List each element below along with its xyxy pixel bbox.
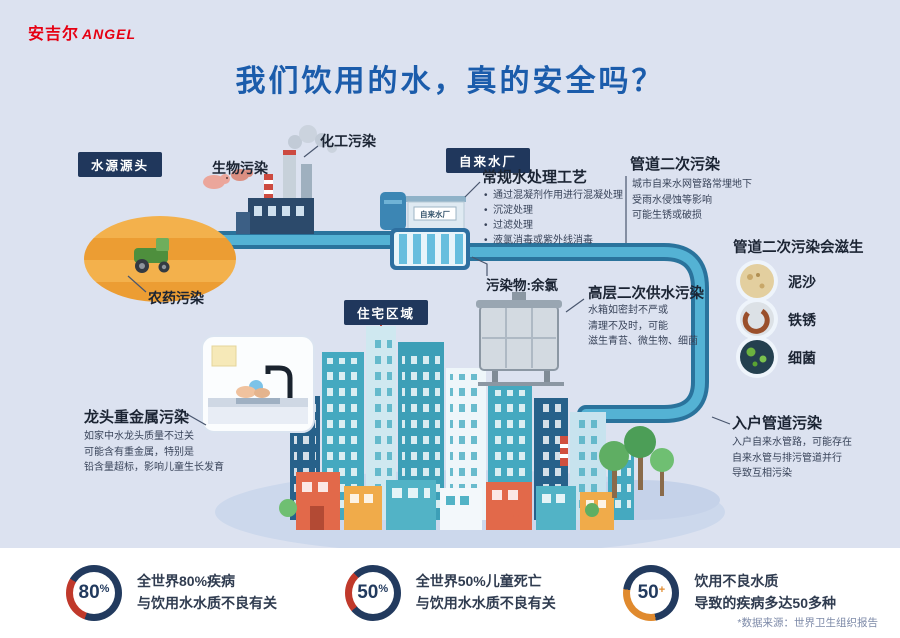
data-source-footnote: *数据来源：世界卫生组织报告 (737, 617, 878, 629)
entry-line: 导致互相污染 (732, 468, 792, 479)
brand-logo-cn: 安吉尔 (28, 26, 80, 43)
treatment-item: 通过混凝剂作用进行混凝处理 (484, 188, 623, 203)
pointer-lines (127, 145, 731, 426)
highrise-pollution-desc: 水箱如密封不严或 清理不及时，可能 滋生青苔、微生物、细菌 (588, 303, 698, 350)
stat-suffix: + (658, 584, 666, 596)
pipe-pollution-line: 城市自来水网管路常埋地下 (632, 179, 752, 190)
stat-number: 50 (637, 582, 659, 603)
stat-suffix: % (99, 583, 110, 595)
stat-line: 全世界50%儿童死亡 (415, 573, 542, 590)
label-faucet-pollution: 龙头重金属污染 (84, 409, 190, 426)
treatment-item: 过滤处理 (484, 218, 623, 233)
stat-line: 与饮用水水质不良有关 (137, 595, 277, 611)
entry-pipe-desc: 入户自来水管路，可能存在 自来水管与排污管道并行 导致互相污染 (732, 435, 852, 482)
stat-number: 80 (78, 582, 100, 603)
chemical-factory (236, 125, 337, 234)
badge-waterworks: 自来水厂 (446, 148, 531, 173)
pipe-pollution-line: 可能生锈或破损 (632, 210, 702, 221)
treatment-item: 沉淀处理 (484, 203, 623, 218)
highrise-line: 滋生青苔、微生物、细菌 (588, 336, 698, 347)
faucet-line: 可能含有重金属，特别是 (84, 446, 194, 458)
label-sediment: 泥沙 (788, 274, 816, 290)
trees (279, 426, 674, 517)
pipe-pollution-desc: 城市自来水网管路常埋地下 受雨水侵蚀等影响 可能生锈或破损 (632, 177, 752, 224)
stat-suffix: % (378, 583, 389, 595)
brand-logo-en: ANGEL (82, 26, 137, 42)
faucet-line: 如家中水龙头质量不过关 (84, 431, 194, 442)
label-treatment-process: 常规水处理工艺 (482, 169, 588, 186)
entry-line: 自来水管与排污管道并行 (732, 452, 842, 464)
badge-water-source: 水源源头 (78, 152, 163, 177)
pipe-plant-to-city (453, 243, 709, 423)
stat-line: 饮用不良水质 (694, 573, 779, 590)
label-entry-pipe-pollution: 入户管道污染 (732, 415, 823, 432)
stat-types-text: 饮用不良水质 导致的疾病多达50多种 (694, 571, 836, 614)
kitchen-sink-inset (201, 335, 315, 433)
waterworks-plant (380, 192, 470, 270)
stat-line: 全世界80%疾病 (137, 573, 236, 590)
stat-disease-types: 50+ 饮用不良水质 导致的疾病多达50多种 (623, 565, 836, 621)
stat-disease-value: 80% (73, 572, 115, 614)
stat-line: 导致的疾病多达50多种 (694, 595, 836, 611)
label-bacteria: 细菌 (788, 350, 816, 366)
label-pesticide-pollution: 农药污染 (148, 290, 204, 306)
faucet-pollution-desc: 如家中水龙头质量不过关 可能含有重金属，特别是 铅含量超标，影响儿童生长发育 (84, 429, 224, 476)
stat-child-text: 全世界50%儿童死亡 与饮用水水质不良有关 (416, 571, 556, 614)
treatment-process-list: 通过混凝剂作用进行混凝处理 沉淀处理 过滤处理 液氯消毒或紫外线消毒 (484, 188, 623, 248)
label-pipe-pollution: 管道二次污染 (630, 156, 721, 173)
bacteria-icon (736, 336, 778, 378)
label-pipe-breeds: 管道二次污染会滋生 (733, 240, 864, 256)
stat-child-donut: 50% (344, 565, 401, 621)
waterworks-sign: 自来水厂 (420, 210, 450, 219)
stat-disease: 80% 全世界80%疾病 与饮用水水质不良有关 (66, 565, 277, 621)
pipe-pollution-line: 受雨水侵蚀等影响 (632, 194, 712, 206)
stat-types-donut: 50+ (623, 565, 680, 621)
highrise-line: 水箱如密封不严或 (588, 305, 668, 316)
label-bio-pollution: 生物污染 (212, 160, 268, 176)
label-chem-pollution: 化工污染 (320, 133, 376, 149)
highrise-line: 清理不及时，可能 (588, 320, 668, 332)
stat-line: 与饮用水水质不良有关 (415, 595, 556, 611)
label-residual-chlorine: 污染物:余氯 (486, 278, 558, 293)
stats-band: 80% 全世界80%疾病 与饮用水水质不良有关 50% 全世界50%儿童死亡 与… (0, 548, 900, 638)
entry-line: 入户自来水管路，可能存在 (732, 437, 852, 448)
rooftop-water-tank (476, 292, 564, 386)
treatment-item: 液氯消毒或紫外线消毒 (484, 233, 623, 248)
stat-types-value: 50+ (630, 572, 673, 614)
livestock-pigs (203, 169, 253, 189)
label-highrise-pollution: 高层二次供水污染 (588, 286, 704, 302)
stat-child-mortality: 50% 全世界50%儿童死亡 与饮用水水质不良有关 (344, 565, 556, 621)
badge-residential: 住宅区域 (344, 300, 429, 325)
stat-child-value: 50% (351, 572, 394, 614)
sediment-icon (736, 260, 778, 302)
rust-icon (736, 298, 778, 340)
label-rust: 铁锈 (788, 312, 816, 328)
page-title: 我们饮用的水，真的安全吗？ (235, 65, 665, 98)
stat-number: 50 (357, 582, 379, 603)
stat-disease-text: 全世界80%疾病 与饮用水水质不良有关 (137, 571, 277, 614)
stat-disease-donut: 80% (66, 565, 122, 621)
faucet-line: 铅含量超标，影响儿童生长发育 (84, 462, 224, 473)
